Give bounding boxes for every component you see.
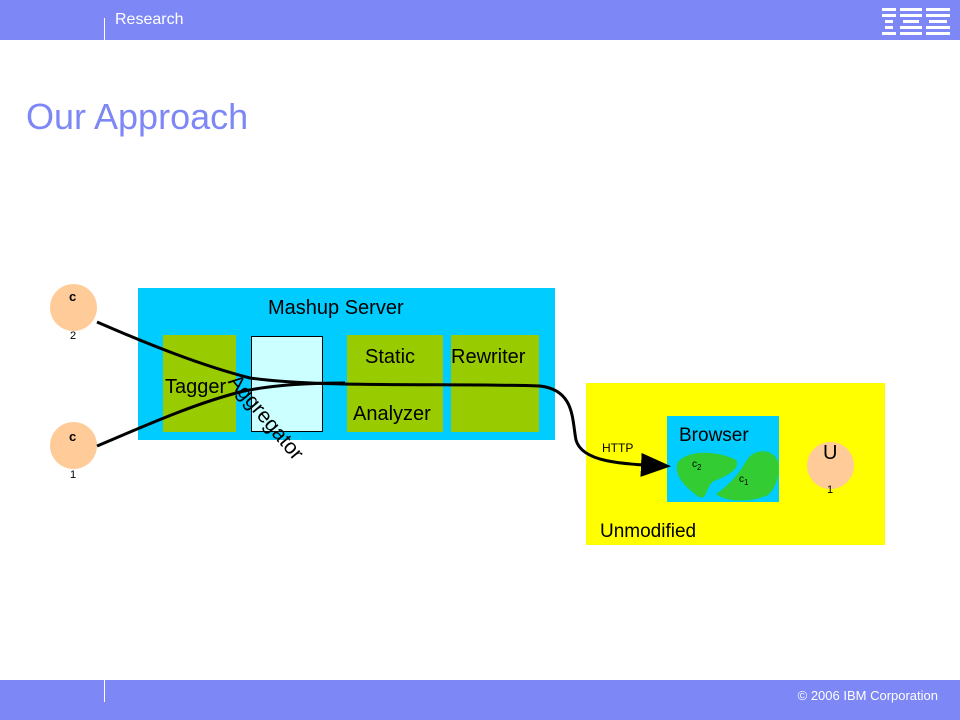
header-bar	[0, 0, 960, 40]
c1-letter: c	[69, 429, 77, 444]
mashup-server-label: Mashup Server	[268, 297, 404, 319]
section-label: Research	[115, 11, 184, 28]
tagger-block	[163, 335, 236, 432]
browser-c2-subscript: 2	[697, 463, 702, 472]
copyright-text: © 2006 IBM Corporation	[797, 688, 938, 703]
c1-flow-line	[96, 381, 346, 448]
browser-c2-letter: c	[692, 459, 697, 470]
u1-letter: U	[823, 442, 838, 464]
c1-subscript: 1	[70, 469, 77, 481]
header-divider	[104, 18, 105, 42]
browser-c1-label: c1	[739, 474, 748, 487]
ibm-logo	[882, 8, 950, 35]
analyzer-label: Analyzer	[353, 403, 431, 425]
rewriter-label: Rewriter	[451, 346, 526, 368]
http-label: HTTP	[602, 441, 634, 455]
browser-blob-c2	[676, 452, 738, 498]
tagger-label: Tagger	[165, 376, 227, 398]
browser-blob-c1	[716, 451, 779, 501]
static-label: Static	[365, 346, 416, 368]
c2-flow-line	[96, 320, 671, 477]
browser-c1-subscript: 1	[744, 478, 749, 487]
footer-divider	[104, 678, 105, 702]
browser-c1-letter: c	[739, 474, 744, 485]
unmodified-label: Unmodified	[600, 521, 697, 542]
slide-title: Our Approach	[26, 96, 249, 137]
content-source-c1	[50, 422, 97, 469]
c2-subscript: 2	[70, 330, 77, 342]
user-u1	[807, 442, 854, 489]
u1-subscript: 1	[827, 484, 834, 496]
c2-letter: c	[69, 289, 77, 304]
content-source-c2	[50, 284, 97, 331]
browser-label: Browser	[679, 425, 749, 446]
footer-bar	[0, 680, 960, 720]
browser-c2-label: c2	[692, 459, 701, 472]
